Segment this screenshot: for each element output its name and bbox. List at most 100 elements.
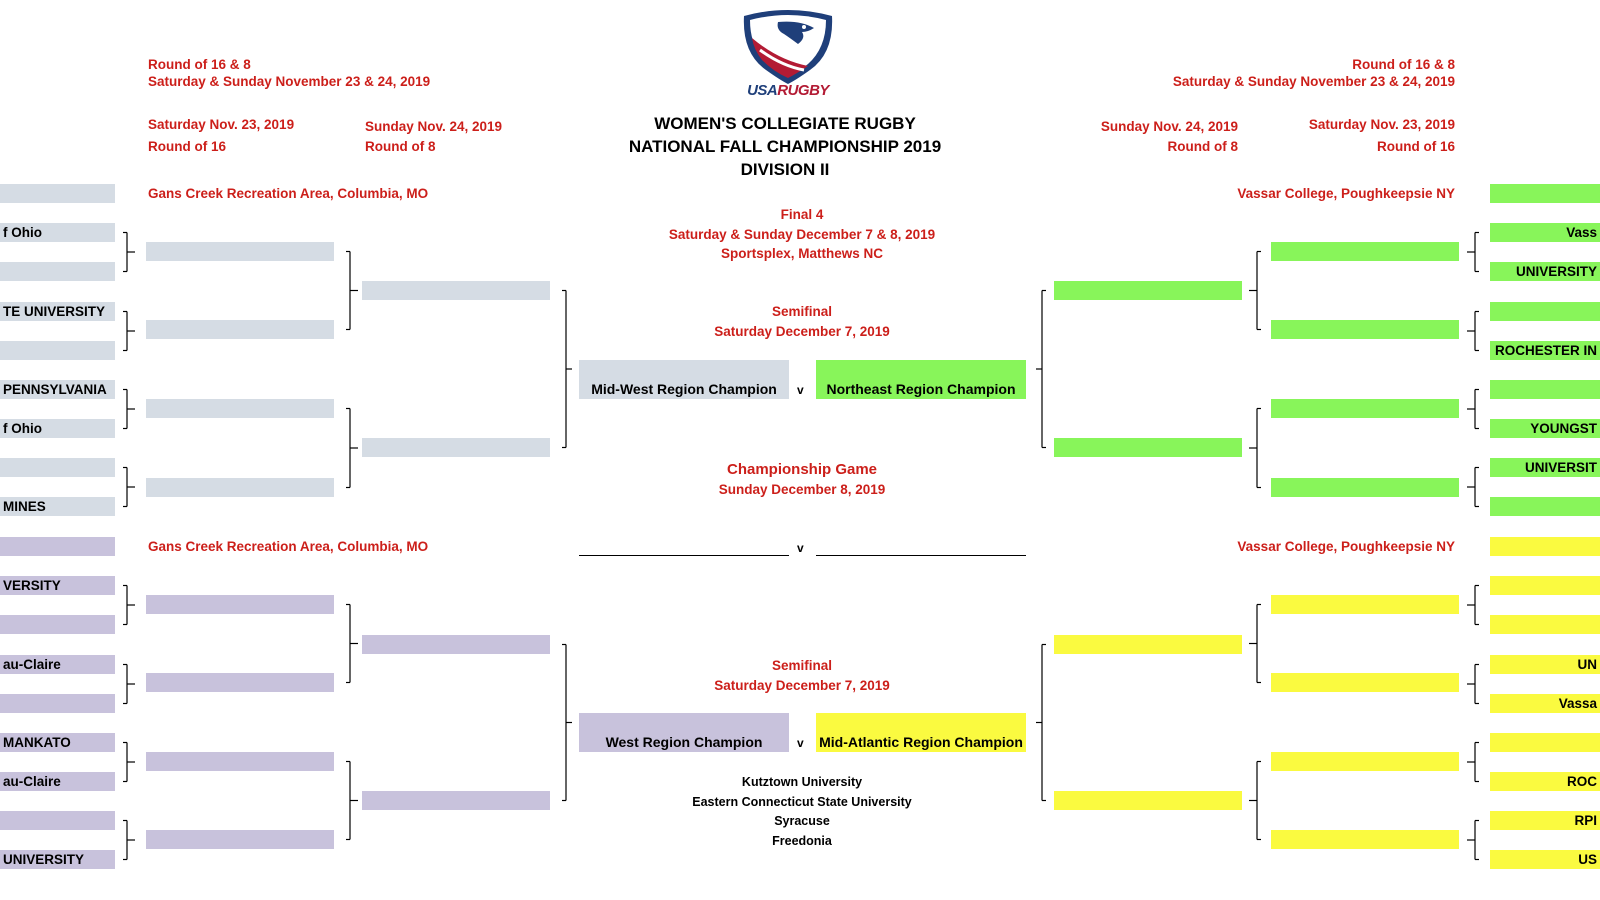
left-r16-label: Round of 16 <box>148 139 226 154</box>
semifinal-top-vs: v <box>797 383 804 397</box>
semifinal-bottom-date: Saturday December 7, 2019 <box>714 678 890 693</box>
right-r16-team: YOUNGST <box>1490 419 1600 438</box>
left-r8-slot <box>146 830 334 849</box>
wordmark-usa: USA <box>747 82 778 99</box>
left-r8-slot <box>146 478 334 497</box>
left-r16-team: PENNSYLVANIA <box>0 380 115 399</box>
final4-venue: Sportsplex, Matthews NC <box>720 246 884 261</box>
semifinal-bottom-info: Semifinal Saturday December 7, 2019 <box>600 656 1004 696</box>
right-r16-date: Saturday Nov. 23, 2019 <box>1308 117 1455 132</box>
left-r16-team <box>0 615 115 634</box>
final4-dates: Saturday & Sunday December 7 & 8, 2019 <box>668 226 936 242</box>
right-r8-slot <box>1271 752 1459 771</box>
usa-rugby-logo <box>738 8 838 102</box>
right-r16-team <box>1490 184 1600 203</box>
left-qf-slot <box>362 438 550 457</box>
right-r8-slot <box>1271 242 1459 261</box>
semifinal-bottom-vs: v <box>797 736 804 750</box>
semifinal-top-info: Semifinal Saturday December 7, 2019 <box>600 302 1004 342</box>
venue-right-top: Vassar College, Poughkeepsie NY <box>1237 186 1455 201</box>
championship-date: Sunday December 8, 2019 <box>718 482 886 497</box>
title-line-3: DIVISION II <box>740 160 830 179</box>
final4-label: Final 4 <box>780 207 824 222</box>
right-r16-team <box>1490 497 1600 516</box>
left-r16-team: f Ohio <box>0 419 115 438</box>
right-rounds-dates: Saturday & Sunday November 23 & 24, 2019 <box>1172 74 1455 89</box>
right-r16-team <box>1490 733 1600 752</box>
right-r16-team: US <box>1490 850 1600 869</box>
right-qf-slot <box>1054 791 1242 810</box>
championship-right-slot <box>816 555 1026 556</box>
right-r16-team: ROC <box>1490 772 1600 791</box>
left-rounds-header: Round of 16 & 8 Saturday & Sunday Novemb… <box>148 56 430 90</box>
championship-label: Championship Game <box>726 461 878 478</box>
left-qf-slot <box>362 791 550 810</box>
title-line-1: WOMEN'S COLLEGIATE RUGBY <box>654 114 916 133</box>
right-r8-slot <box>1271 320 1459 339</box>
left-r16-team <box>0 184 115 203</box>
left-r8-slot <box>146 673 334 692</box>
left-r16-team: f Ohio <box>0 223 115 242</box>
right-r16-team <box>1490 302 1600 321</box>
left-r16-team: au-Claire <box>0 772 115 791</box>
final4-team: Syracuse <box>774 814 830 828</box>
semifinal-top-date: Saturday December 7, 2019 <box>714 324 890 339</box>
right-rounds-title: Round of 16 & 8 <box>1352 57 1455 72</box>
semifinal-top-left-team: Mid-West Region Champion <box>579 360 789 399</box>
left-r16-team: VERSITY <box>0 576 115 595</box>
right-r16-team: UNIVERSITY <box>1490 262 1600 281</box>
right-qf-slot <box>1054 635 1242 654</box>
championship-left-slot <box>579 555 789 556</box>
right-r16-team: Vassa <box>1490 694 1600 713</box>
left-r8-slot <box>146 242 334 261</box>
right-r16-team <box>1490 576 1600 595</box>
left-r16-team: MANKATO <box>0 733 115 752</box>
right-r8-slot <box>1271 830 1459 849</box>
page-title: WOMEN'S COLLEGIATE RUGBY NATIONAL FALL C… <box>600 112 970 181</box>
left-r16-team <box>0 694 115 713</box>
right-r8-date: Sunday Nov. 24, 2019 <box>1100 119 1238 134</box>
final4-team: Freedonia <box>772 833 832 848</box>
venue-right-bottom: Vassar College, Poughkeepsie NY <box>1237 539 1455 554</box>
semifinal-top-label: Semifinal <box>771 304 833 319</box>
championship-vs: v <box>797 541 804 555</box>
right-r16-team <box>1490 615 1600 634</box>
right-r16-team: UNIVERSIT <box>1490 458 1600 477</box>
left-qf-slot <box>362 635 550 654</box>
left-r8-label: Round of 8 <box>365 139 436 154</box>
left-rounds-title: Round of 16 & 8 <box>148 57 251 72</box>
left-r8-slot <box>146 320 334 339</box>
left-r16-team <box>0 537 115 556</box>
right-rounds-header: Round of 16 & 8 Saturday & Sunday Novemb… <box>1173 56 1455 90</box>
left-qf-slot <box>362 281 550 300</box>
left-r16-team: MINES <box>0 497 115 516</box>
right-qf-slot <box>1054 281 1242 300</box>
eagle-shield-icon <box>743 10 833 84</box>
right-r16-team: RPI <box>1490 811 1600 830</box>
right-r16-team: Vass <box>1490 223 1600 242</box>
right-r16-team: UN <box>1490 655 1600 674</box>
right-r8-slot <box>1271 673 1459 692</box>
semifinal-bottom-right-team: Mid-Atlantic Region Champion <box>816 713 1026 752</box>
right-r8-slot <box>1271 399 1459 418</box>
left-r16-team: UNIVERSITY <box>0 850 115 869</box>
right-qf-slot <box>1054 438 1242 457</box>
right-r8-slot <box>1271 478 1459 497</box>
final4-info: Final 4 Saturday & Sunday December 7 & 8… <box>600 205 1004 264</box>
final4-team-list: Kutztown University Eastern Connecticut … <box>600 773 1004 851</box>
title-line-2: NATIONAL FALL CHAMPIONSHIP 2019 <box>628 137 942 156</box>
left-r8-slot <box>146 595 334 614</box>
semifinal-top-right-team: Northeast Region Champion <box>816 360 1026 399</box>
semifinal-bottom-left-team: West Region Champion <box>579 713 789 752</box>
left-r8-slot <box>146 399 334 418</box>
final4-team: Kutztown University <box>741 775 863 789</box>
right-r16-team <box>1490 537 1600 556</box>
final4-team: Eastern Connecticut State University <box>692 794 912 809</box>
right-r16-team: ROCHESTER IN <box>1490 341 1600 360</box>
left-r16-team: au-Claire <box>0 655 115 674</box>
right-r16-label: Round of 16 <box>1377 139 1455 154</box>
left-r16-team <box>0 341 115 360</box>
semifinal-bottom-label: Semifinal <box>771 658 833 673</box>
left-r16-team <box>0 811 115 830</box>
